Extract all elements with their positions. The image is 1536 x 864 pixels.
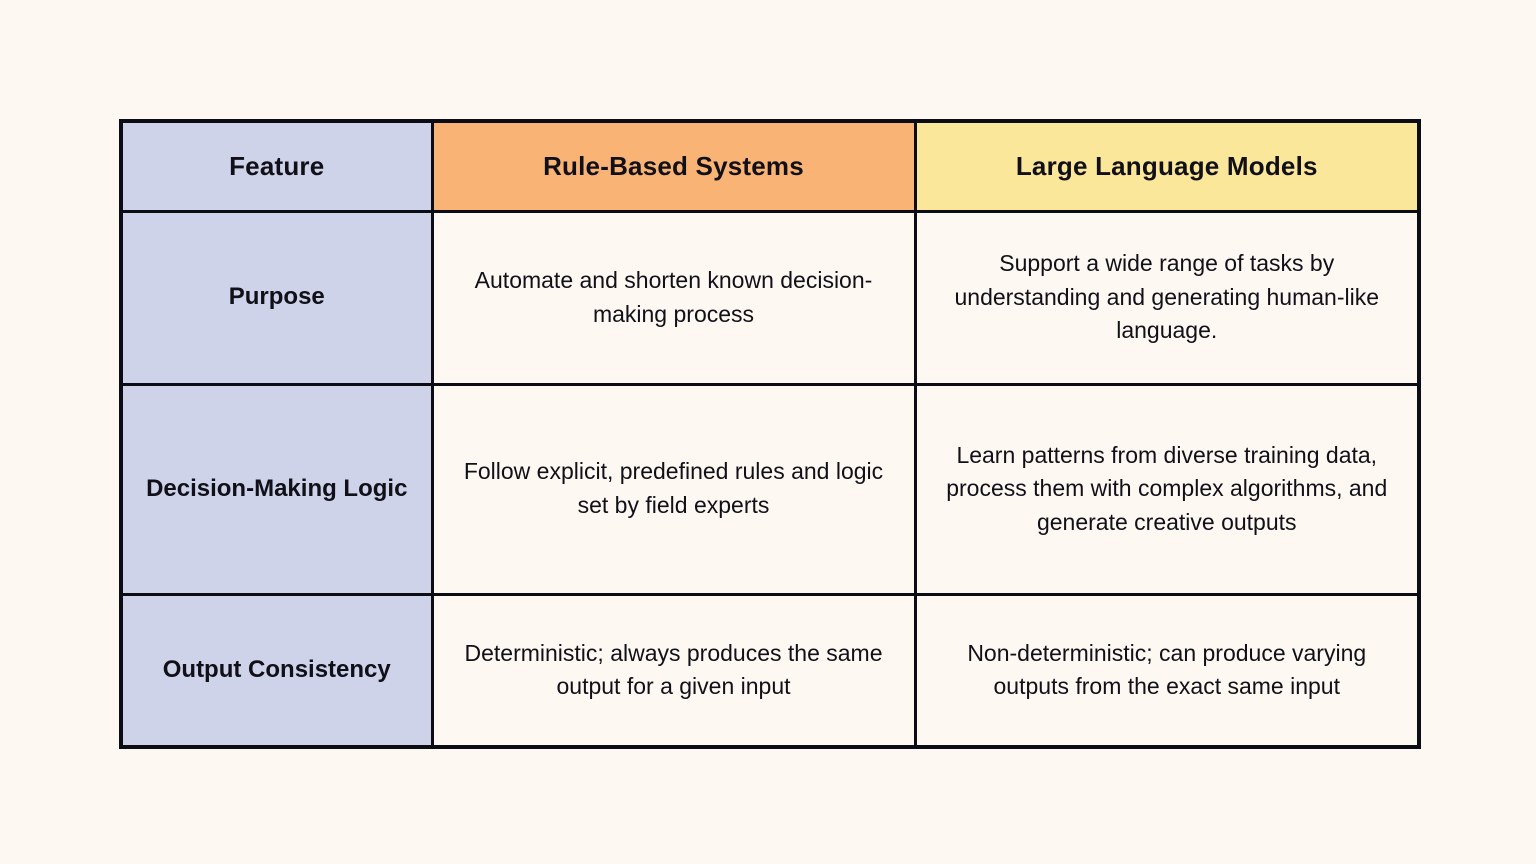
row-label-purpose-text: Purpose <box>228 283 325 311</box>
cell-decision-making-logic-llm: Learn patterns from diverse training dat… <box>913 382 1421 596</box>
table-row: Output Consistency Deterministic; always… <box>119 592 1421 749</box>
column-header-large-language-models-label: Large Language Models <box>1015 150 1318 181</box>
cell-purpose-llm: Support a wide range of tasks by underst… <box>913 209 1421 386</box>
table-body: Purpose Automate and shorten known decis… <box>119 209 1421 749</box>
cell-decision-making-logic-rule-based: Follow explicit, predefined rules and lo… <box>430 382 917 596</box>
cell-output-consistency-rule-based: Deterministic; always produces the same … <box>430 592 917 749</box>
comparison-table: Feature Rule-Based Systems Large Languag… <box>119 119 1421 749</box>
column-header-feature: Feature <box>119 119 434 213</box>
row-label-purpose: Purpose <box>119 209 434 386</box>
table-header-row: Feature Rule-Based Systems Large Languag… <box>119 119 1421 213</box>
cell-output-consistency-rule-based-text: Deterministic; always produces the same … <box>464 639 883 700</box>
row-label-decision-making-logic-text: Decision-Making Logic <box>146 474 408 502</box>
row-label-output-consistency: Output Consistency <box>119 592 434 749</box>
table-row: Purpose Automate and shorten known decis… <box>119 209 1421 386</box>
cell-output-consistency-llm-text: Non-deterministic; can produce varying o… <box>967 639 1367 700</box>
cell-purpose-rule-based: Automate and shorten known decision-maki… <box>430 209 917 386</box>
column-header-rule-based-systems: Rule-Based Systems <box>430 119 917 213</box>
comparison-table-container: Feature Rule-Based Systems Large Languag… <box>119 119 1421 749</box>
cell-purpose-rule-based-text: Automate and shorten known decision-maki… <box>474 266 873 327</box>
table-row: Decision-Making Logic Follow explicit, p… <box>119 382 1421 596</box>
row-label-decision-making-logic: Decision-Making Logic <box>119 382 434 596</box>
cell-decision-making-logic-rule-based-text: Follow explicit, predefined rules and lo… <box>463 458 884 518</box>
cell-purpose-llm-text: Support a wide range of tasks by underst… <box>954 250 1380 344</box>
row-label-output-consistency-text: Output Consistency <box>162 656 391 684</box>
table-header: Feature Rule-Based Systems Large Languag… <box>119 119 1421 213</box>
cell-decision-making-logic-llm-text: Learn patterns from diverse training dat… <box>946 441 1388 535</box>
column-header-feature-label: Feature <box>229 150 325 181</box>
column-header-large-language-models: Large Language Models <box>913 119 1421 213</box>
column-header-rule-based-systems-label: Rule-Based Systems <box>543 150 804 181</box>
cell-output-consistency-llm: Non-deterministic; can produce varying o… <box>913 592 1421 749</box>
